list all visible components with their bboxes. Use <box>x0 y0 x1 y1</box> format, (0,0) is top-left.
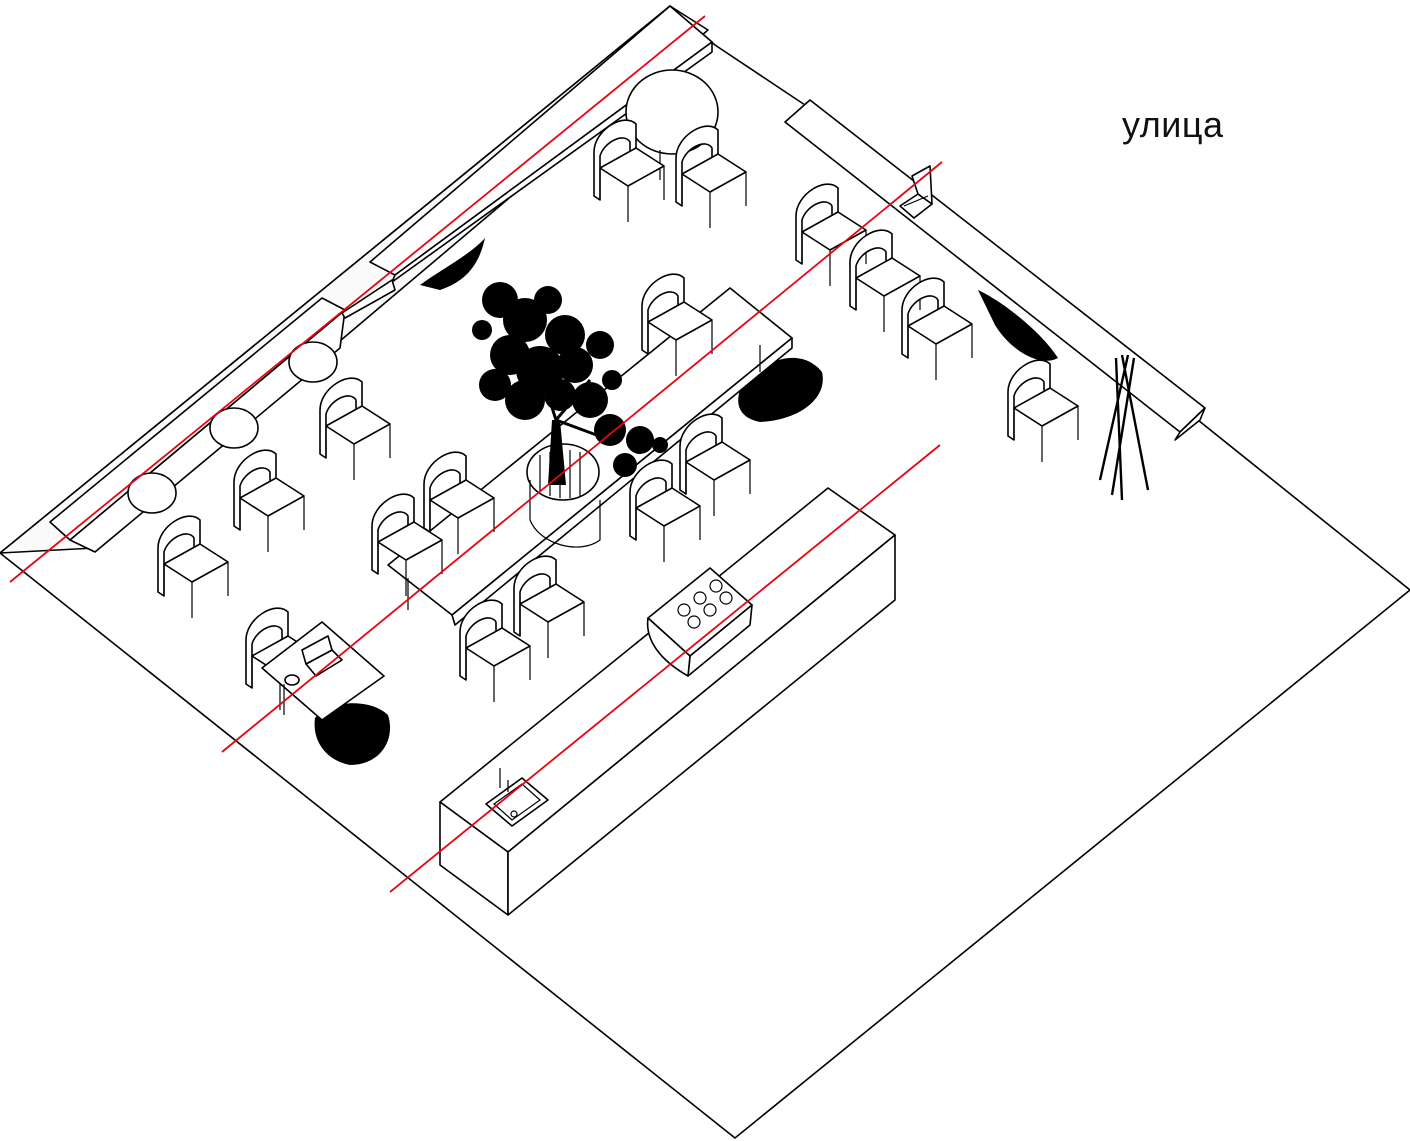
guide-line <box>389 444 941 893</box>
wall-bar-counter <box>49 5 713 553</box>
bar-stools <box>127 341 338 514</box>
kitchen-island <box>439 487 896 916</box>
tree-icon <box>472 282 668 485</box>
bar-stool <box>288 341 338 383</box>
laptop-icon <box>301 635 343 677</box>
workstation-desk <box>261 621 385 721</box>
coat-rack-icon <box>1098 354 1150 501</box>
guide-line <box>221 161 943 753</box>
display-case-icon <box>646 567 753 677</box>
sink-icon <box>485 768 549 827</box>
laptop-icon <box>899 165 933 219</box>
street-label: улица <box>1122 104 1224 145</box>
guide-lines <box>9 15 943 893</box>
mouse-pad <box>284 674 300 686</box>
window-counter <box>784 99 1206 441</box>
bar-stool <box>209 407 259 449</box>
bar-stool <box>127 472 177 514</box>
guide-line <box>9 15 706 583</box>
